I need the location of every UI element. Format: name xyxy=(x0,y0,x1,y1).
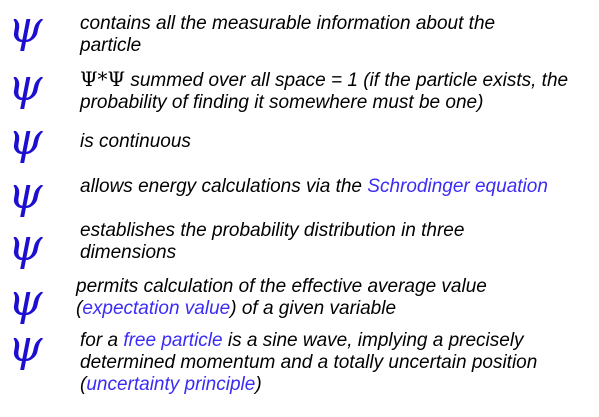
property-text: for a free particle is a sine wave, impl… xyxy=(80,330,538,395)
psi-icon: ψ xyxy=(8,220,43,271)
psi-icon: ψ xyxy=(8,114,43,165)
psi-icon: ψ xyxy=(8,321,43,372)
free-particle-link[interactable]: free particle xyxy=(123,330,223,351)
psi-icon: ψ xyxy=(8,60,43,111)
psi-icon: ψ xyxy=(8,168,43,219)
uncertainty-principle-link[interactable]: uncertainty principle xyxy=(86,374,256,395)
property-text: is continuous xyxy=(80,131,191,152)
psi-star-psi: Ψ*Ψ xyxy=(80,67,126,91)
expectation-value-link[interactable]: expectation value xyxy=(82,298,231,319)
psi-icon: ψ xyxy=(8,275,43,326)
property-text: Ψ*Ψ summed over all space = 1 (if the pa… xyxy=(80,67,569,113)
schrodinger-equation-link[interactable]: Schrodinger equation xyxy=(367,176,548,197)
property-text: permits calculation of the effective ave… xyxy=(76,276,487,319)
property-text: contains all the measurable information … xyxy=(80,13,496,56)
psi-icon: ψ xyxy=(8,2,43,53)
property-text: allows energy calculations via the Schro… xyxy=(80,176,548,197)
property-text: establishes the probability distribution… xyxy=(80,220,465,263)
